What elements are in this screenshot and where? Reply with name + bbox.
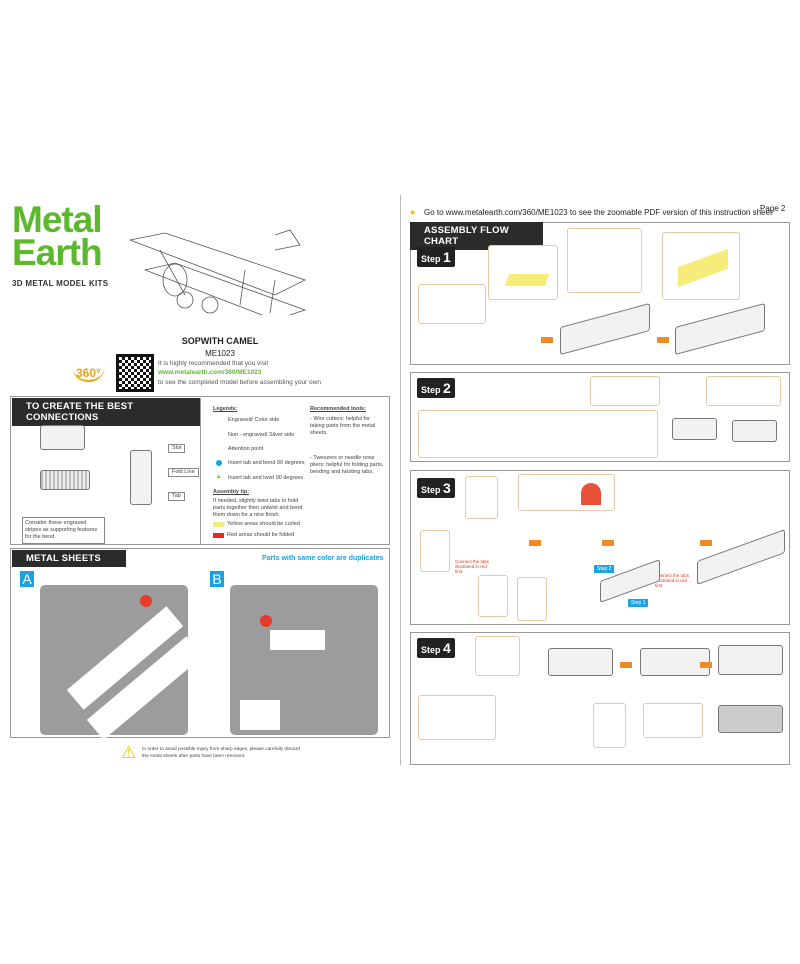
slot-label: Slot [168, 444, 186, 453]
part-panel [567, 228, 642, 293]
part-panel [488, 245, 558, 300]
arrow-icon [700, 540, 712, 546]
legend-bend: Insert tab and bend 90 degrees [228, 460, 305, 466]
fold-line-label: Fold Line [168, 468, 199, 477]
legend-nonengraved: Non - engraved/ Silver side [228, 432, 295, 438]
red-swatch [213, 533, 224, 538]
step-2-badge: Step 2 [417, 378, 455, 398]
connect-note-2: Connect the tabs illustrated in red firs… [655, 573, 690, 588]
legends-title: Legends: [213, 406, 238, 412]
part-panel [478, 575, 508, 617]
arrow-icon [620, 662, 632, 668]
tab-slot-illustration [130, 450, 152, 505]
recommend-text-2: to see the completed model before assemb… [158, 379, 321, 386]
engraved-part-illustration [40, 425, 85, 450]
tools-title: Recommended tools: [310, 406, 366, 412]
part-panel [518, 474, 615, 511]
metal-sheets-header: METAL SHEETS [12, 550, 126, 567]
model-url-link[interactable]: www.metalearth.com/360/ME1023 [158, 369, 262, 376]
blue-dot-icon [216, 460, 222, 466]
airplane-illustration [128, 229, 307, 315]
zoomable-pdf-link[interactable]: Go to www.metalearth.com/360/ME1023 to s… [424, 208, 773, 217]
nonengraved-part-illustration [40, 470, 90, 490]
arrow-icon [602, 540, 614, 546]
sheet-b [230, 585, 378, 735]
warning-icon: ⚠ [121, 743, 137, 762]
connect-note: Connect the tabs illustrated in red firs… [455, 559, 490, 574]
part-panel [418, 695, 496, 740]
part-panel [593, 703, 626, 748]
metal-sheets-section [10, 548, 390, 738]
page-divider [400, 195, 401, 765]
part-panel [418, 410, 658, 458]
duplicates-note: Parts with same color are duplicates [262, 555, 384, 562]
part-panel [418, 284, 486, 324]
step-2-section [410, 372, 790, 462]
step-2-ref: Step 2 [594, 565, 615, 573]
arrow-icon [541, 337, 553, 343]
part-panel [465, 476, 498, 519]
part-panel [590, 376, 660, 406]
step-1-badge: Step 1 [417, 247, 455, 267]
brand-tagline: 3D METAL MODEL KITS [12, 279, 109, 288]
step-1-ref: Step 1 [628, 599, 649, 607]
legend-engraved: Engraved/ Color side [228, 417, 280, 423]
wing-illustration [718, 705, 783, 733]
tab-label: Tab [168, 492, 185, 501]
part-panel [706, 376, 781, 406]
tip-title: Assembly tip: [213, 489, 250, 495]
sheet-a [40, 585, 204, 740]
arrow-icon [700, 662, 712, 668]
triangle-icon: ▲ [216, 474, 222, 480]
wing-illustration [732, 420, 777, 442]
page-number: Page 2 [760, 204, 786, 213]
sheet-a-label: A [20, 571, 34, 587]
legend-attention: Attention point [228, 446, 264, 452]
wing-illustration [672, 418, 717, 440]
part-panel [517, 577, 547, 621]
wing-illustration [548, 648, 613, 676]
arrow-icon [529, 540, 541, 546]
yellow-swatch [213, 522, 224, 527]
part-panel [643, 703, 703, 738]
recommend-text: It is highly recommended that you visit [158, 360, 269, 367]
warning-text: In order to avoid possible injury from s… [142, 747, 300, 759]
part-panel [420, 530, 450, 572]
tool-wire-cutters: - Wire cutters: helpful for taking parts… [310, 416, 376, 436]
legend-twist: Insert tab and twist 90 degrees [228, 475, 304, 481]
tool-pliers: - Tweezers or needle nose pliers: helpfu… [310, 455, 384, 475]
stripes-note: Consider these engraved stripes as suppo… [22, 517, 105, 544]
sheet-b-label: B [210, 571, 224, 587]
model-name: SOPWITH CAMEL [181, 336, 259, 346]
connections-header: TO CREATE THE BEST CONNECTIONS [12, 398, 200, 426]
step-4-section [410, 632, 790, 765]
360-badge: 360° [72, 366, 105, 382]
tip-text: If needed, slightly twist tabs to hold p… [213, 498, 303, 518]
lightbulb-icon: ● [410, 207, 416, 217]
connections-section [10, 396, 390, 545]
wing-illustration [718, 645, 783, 675]
step-3-badge: Step 3 [417, 478, 455, 498]
arrow-icon [657, 337, 669, 343]
step-1-section [410, 222, 790, 365]
step-4-badge: Step 4 [417, 638, 455, 658]
red-note: Red areas should be folded [227, 532, 295, 538]
yellow-note: Yellow areas should be curled [227, 521, 300, 527]
qr-code[interactable] [116, 354, 154, 392]
model-code: ME1023 [205, 349, 235, 358]
part-panel [662, 232, 740, 300]
step-3-section [410, 470, 790, 625]
part-panel [475, 636, 520, 676]
